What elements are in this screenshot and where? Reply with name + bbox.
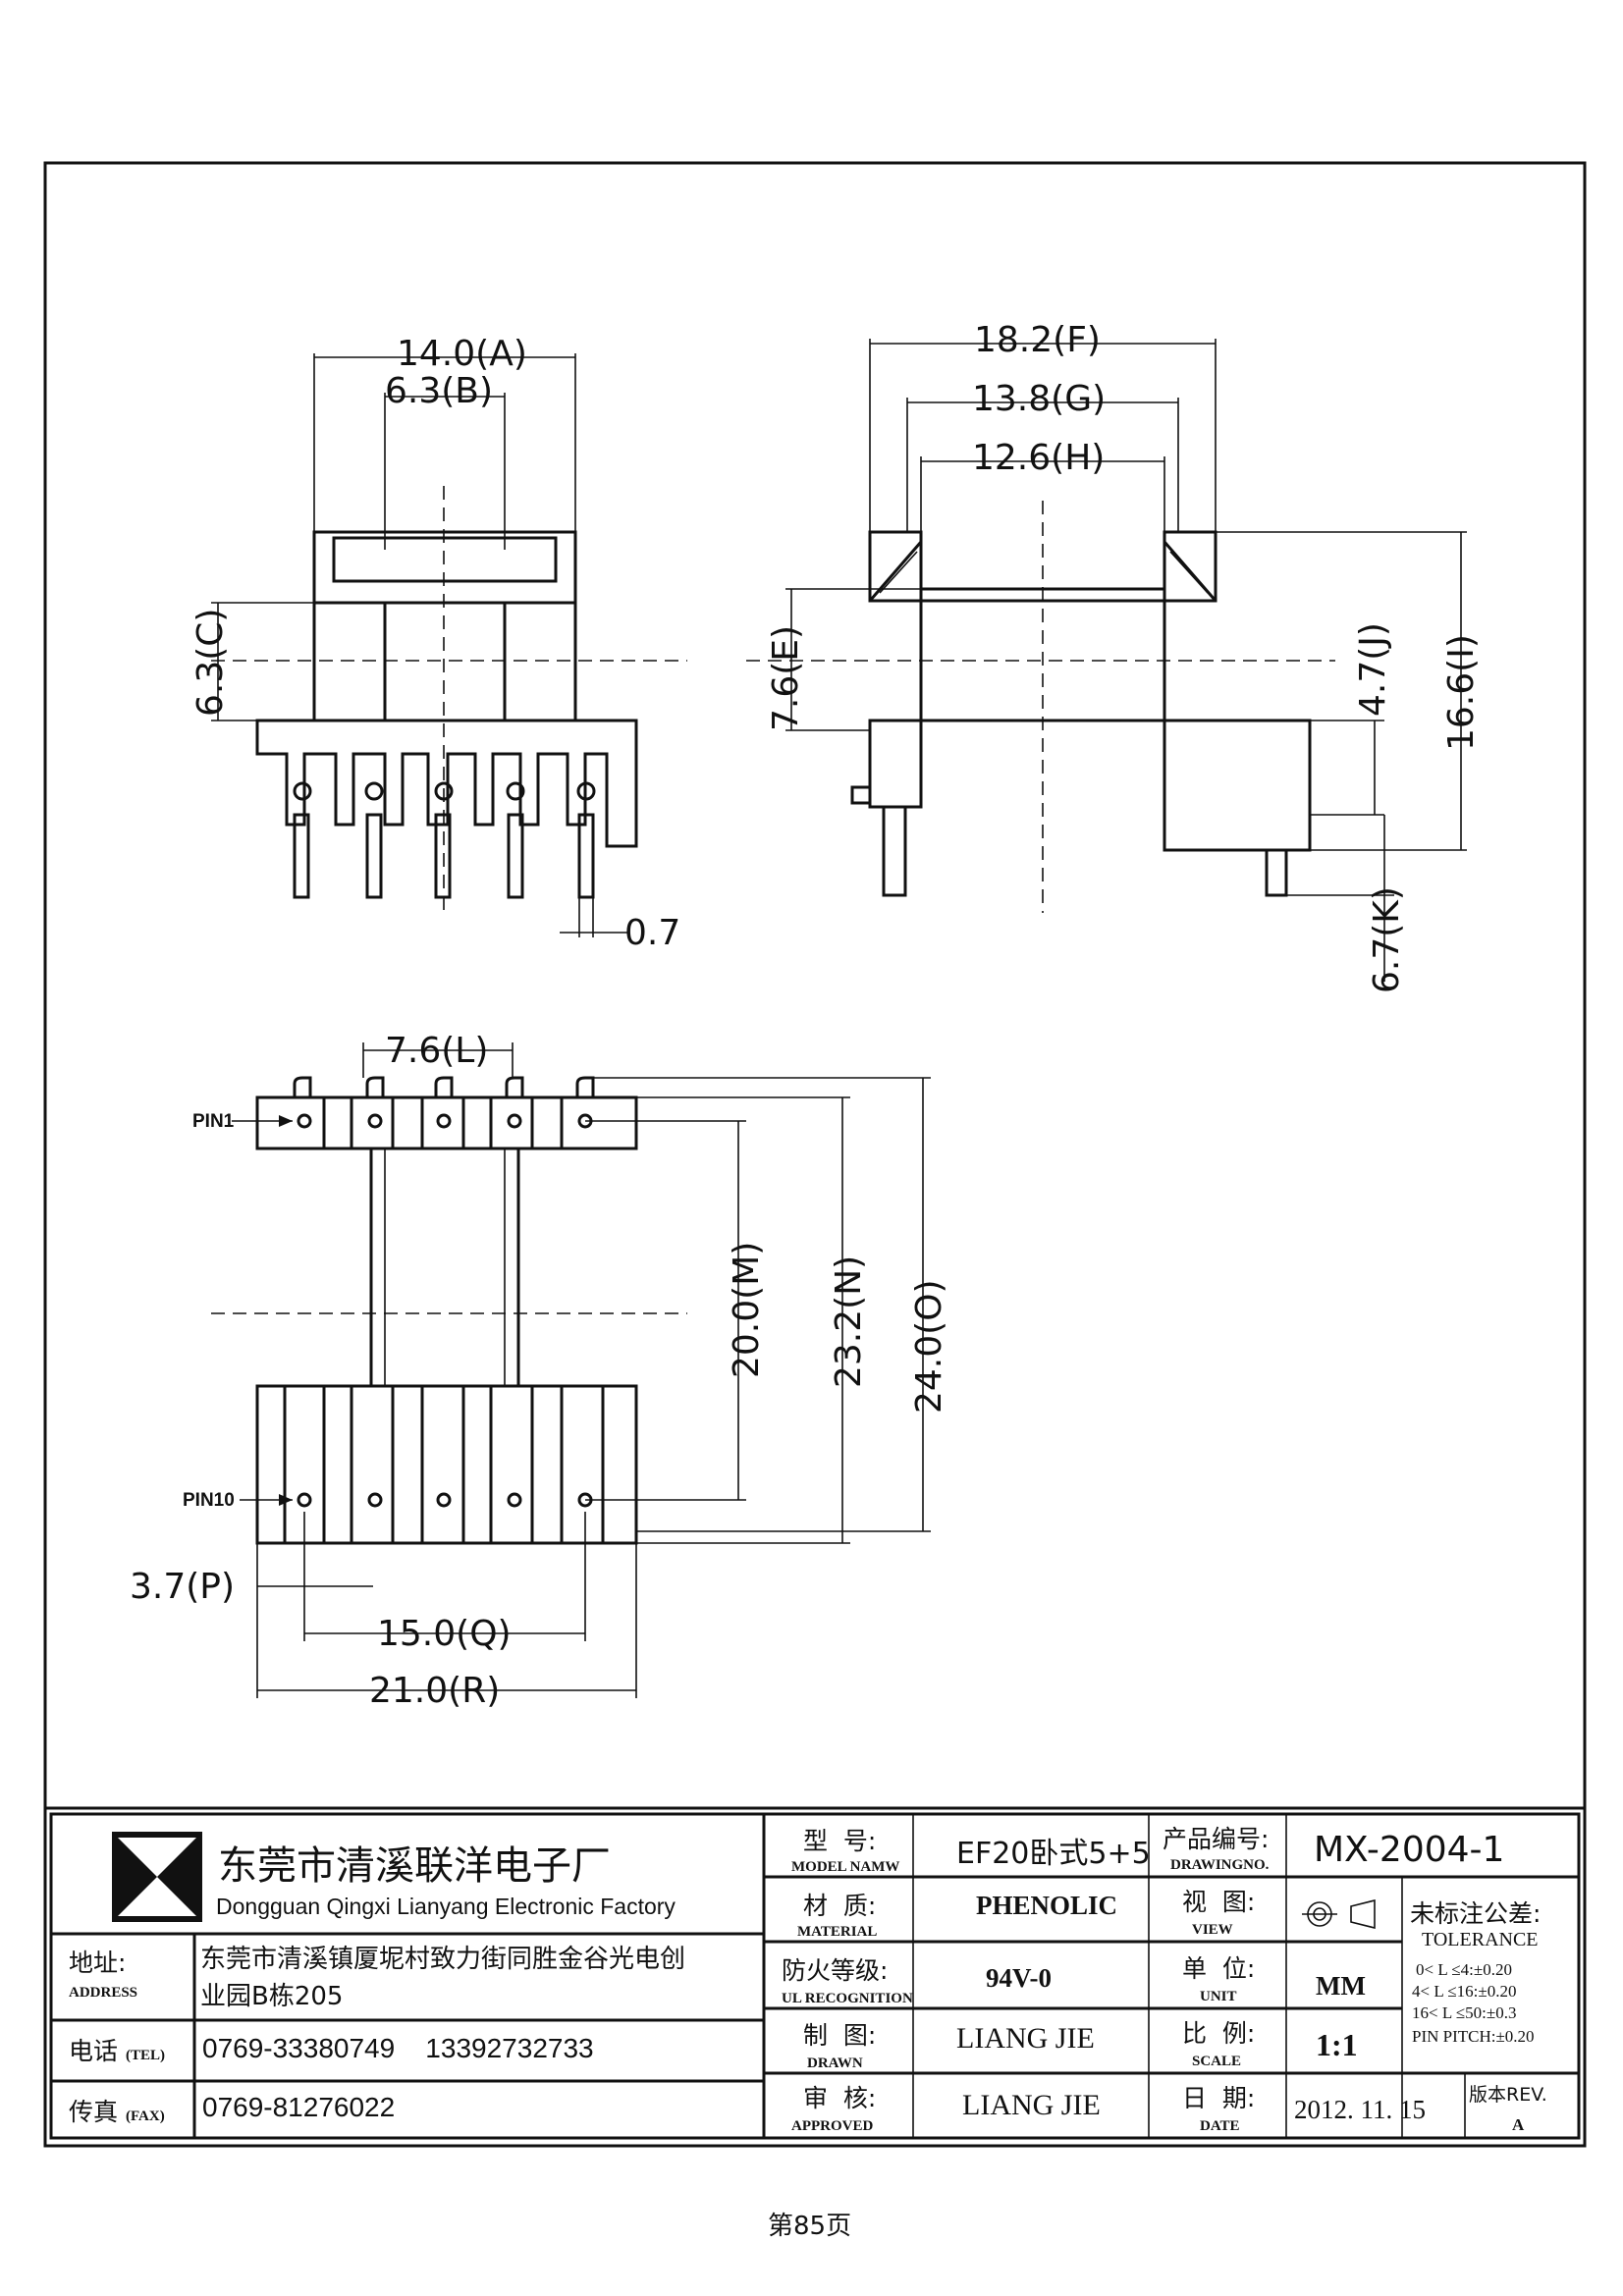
page-number: 第85页 (768, 2212, 851, 2241)
dim-i-label: 16.6(I) (1441, 634, 1482, 751)
material-label-en: MATERIAL (797, 1924, 877, 1940)
model-value: EF20卧式5+5 (956, 1837, 1151, 1871)
dim-k-label: 6.7(K) (1367, 886, 1407, 993)
revision-value: A (1512, 2115, 1525, 2134)
material-value: PHENOLIC (976, 1891, 1117, 1920)
model-label-en: MODEL NAMW (791, 1859, 899, 1875)
date-value: 2012. 11. 15 (1294, 2095, 1426, 2124)
dim-o-label: 24.0(O) (909, 1279, 949, 1414)
dim-b-label: 6.3(B) (385, 371, 493, 411)
view-label-cn: 视 图: (1182, 1888, 1255, 1916)
approved-label-cn: 审 核: (803, 2084, 876, 2112)
drawn-label-cn: 制 图: (803, 2021, 876, 2050)
scale-label-en: SCALE (1192, 2054, 1241, 2069)
tel-label-en: (TEL) (126, 2048, 165, 2063)
drawn-label-en: DRAWN (807, 2056, 863, 2071)
dim-r-label: 21.0(R) (369, 1671, 500, 1711)
pin1-label: PIN1 (192, 1111, 235, 1132)
side-view (746, 339, 1467, 982)
drawn-value: LIANG JIE (956, 2022, 1095, 2055)
unit-label-en: UNIT (1200, 1989, 1237, 2004)
dim-f-label: 18.2(F) (974, 320, 1101, 360)
address-label-cn: 地址: (69, 1949, 126, 1977)
dim-c-label: 6.3(C) (190, 609, 231, 717)
model-label-cn: 型 号: (803, 1827, 876, 1855)
drawingno-label-en: DRAWINGNO. (1170, 1857, 1270, 1873)
tolerance-line-3: 16< L ≤50:±0.3 (1412, 2003, 1516, 2022)
factory-logo-icon (112, 1832, 202, 1922)
ul-value: 94V-0 (986, 1963, 1052, 1993)
material-label-cn: 材 质: (803, 1892, 876, 1920)
bottom-view (211, 1042, 931, 1698)
revision-label: 版本REV. (1469, 2084, 1547, 2106)
scale-label-cn: 比 例: (1182, 2019, 1255, 2048)
drawingno-label-cn: 产品编号: (1163, 1825, 1269, 1853)
ul-label-cn: 防火等级: (782, 1956, 888, 1985)
tolerance-line-4: PIN PITCH:±0.20 (1412, 2027, 1535, 2046)
fax-label-cn: 传真 (69, 2098, 118, 2126)
address-line1: 东莞市清溪镇厦坭村致力街同胜金谷光电创 (200, 1945, 685, 1974)
address-label-en: ADDRESS (69, 1985, 137, 2001)
drawingno-value: MX-2004-1 (1314, 1830, 1504, 1870)
approved-label-en: APPROVED (791, 2118, 873, 2134)
dim-j-label: 4.7(J) (1353, 622, 1393, 717)
unit-label-cn: 单 位: (1182, 1954, 1255, 1983)
date-label-cn: 日 期: (1182, 2084, 1255, 2112)
tel-label-cn: 电话 (69, 2037, 118, 2065)
view-label-en: VIEW (1192, 1922, 1233, 1938)
dim-a-label: 14.0(A) (397, 334, 527, 374)
tolerance-line-2: 4< L ≤16:±0.20 (1412, 1982, 1516, 2001)
dim-g-label: 13.8(G) (972, 379, 1106, 419)
scale-value: 1:1 (1316, 2027, 1358, 2062)
dim-pin-width-label: 0.7 (624, 913, 680, 953)
unit-value: MM (1316, 1971, 1366, 2001)
pin10-label: PIN10 (183, 1490, 235, 1511)
tel-value: 0769-33380749 13392732733 (202, 2033, 594, 2063)
dim-h-label: 12.6(H) (972, 438, 1105, 478)
dim-p-label: 3.7(P) (130, 1567, 235, 1607)
title-block-grid (49, 1812, 1581, 2140)
date-label-en: DATE (1200, 2118, 1240, 2134)
approved-value: LIANG JIE (962, 2089, 1101, 2121)
dim-n-label: 23.2(N) (829, 1255, 869, 1388)
projection-symbol-icon (1302, 1898, 1376, 1930)
tolerance-label-cn: 未标注公差: (1410, 1899, 1541, 1928)
dim-e-label: 7.6(E) (766, 625, 806, 731)
ul-label-en: UL RECOGNITION (782, 1991, 913, 2006)
dim-m-label: 20.0(M) (727, 1242, 767, 1378)
factory-name-cn: 东莞市清溪联洋电子厂 (218, 1843, 611, 1889)
tolerance-label-en: TOLERANCE (1422, 1929, 1539, 1950)
address-line2: 业园B栋205 (200, 1982, 343, 2011)
sheet-border (43, 161, 1587, 2148)
dim-q-label: 15.0(Q) (377, 1614, 512, 1654)
dim-l-label: 7.6(L) (385, 1031, 488, 1071)
front-view (211, 353, 687, 937)
fax-value: 0769-81276022 (202, 2092, 395, 2122)
tolerance-line-1: 0< L ≤4:±0.20 (1416, 1960, 1512, 1979)
fax-label-en: (FAX) (126, 2109, 165, 2124)
factory-name-en: Dongguan Qingxi Lianyang Electronic Fact… (216, 1894, 676, 1919)
